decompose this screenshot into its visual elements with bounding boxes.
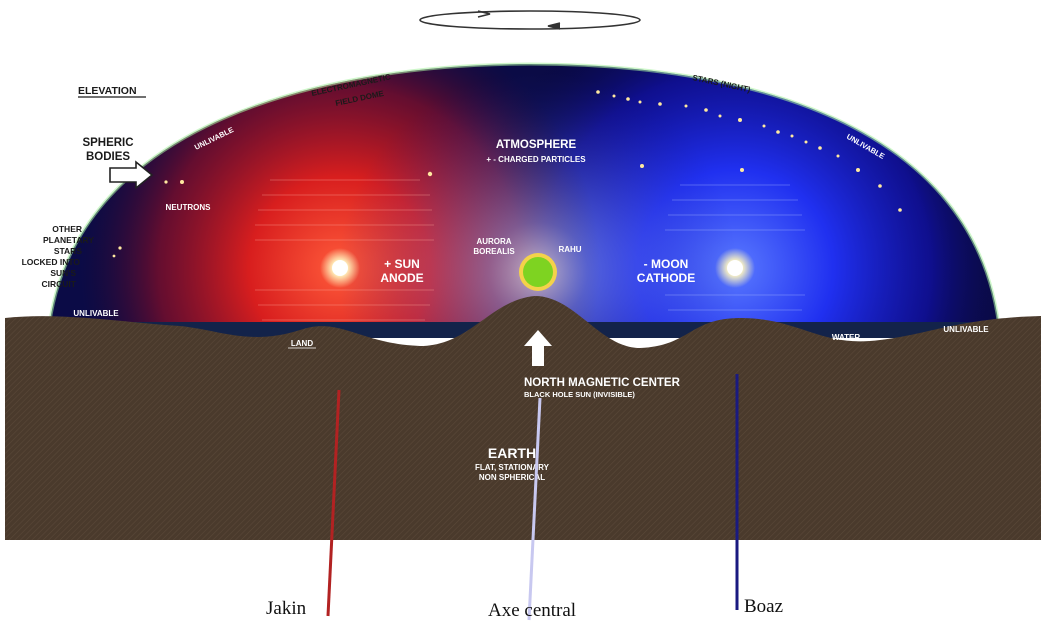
orbit-ellipse-icon bbox=[419, 10, 641, 30]
axe-central-label: Axe central bbox=[488, 600, 576, 621]
sun-label-line1: + SUN bbox=[384, 257, 420, 271]
earth-title: EARTH bbox=[488, 445, 536, 461]
north-center-sub: BLACK HOLE SUN (INVISIBLE) bbox=[524, 390, 635, 399]
north-arrow-icon bbox=[524, 330, 552, 366]
stars bbox=[112, 90, 902, 258]
other-planetary-line: SUN'S bbox=[50, 268, 76, 278]
water-label: WATER bbox=[832, 333, 861, 342]
spheric-bodies-line1: SPHERIC bbox=[82, 137, 133, 149]
north-center-title: NORTH MAGNETIC CENTER bbox=[524, 377, 681, 389]
unlivable-label-ground-right: UNLIVABLE bbox=[943, 325, 989, 334]
moon-label-line2: CATHODE bbox=[637, 271, 695, 285]
elevation-label: ELEVATION bbox=[78, 85, 137, 97]
jakin-pillar-line bbox=[326, 389, 341, 617]
other-planetary-line: OTHER bbox=[52, 224, 82, 234]
moon-label-line1: - MOON bbox=[644, 257, 689, 271]
neutrons-label: NEUTRONS bbox=[166, 203, 212, 212]
spheric-bodies-line2: BODIES bbox=[86, 151, 130, 163]
atmosphere-title: ATMOSPHERE bbox=[496, 139, 577, 151]
other-planetary-line: LOCKED INTO bbox=[22, 257, 81, 267]
moon-orb bbox=[715, 248, 755, 288]
moon-beam-lines bbox=[665, 184, 805, 311]
aurora-label-line2: BOREALIS bbox=[473, 247, 515, 256]
land-label: LAND bbox=[291, 339, 313, 348]
black-hole-sun-orb bbox=[519, 253, 557, 291]
rahu-label: RAHU bbox=[558, 245, 581, 254]
atmosphere-sub: + - CHARGED PARTICLES bbox=[486, 155, 586, 164]
sun-orb bbox=[320, 248, 360, 288]
sun-label-line2: ANODE bbox=[380, 271, 423, 285]
other-planetary-label: OTHER PLANETARY STARS LOCKED INTO SUN'S … bbox=[22, 224, 95, 289]
earth-sub-line1: FLAT, STATIONARY bbox=[475, 463, 550, 472]
earth-sub-line2: NON SPHERICAL bbox=[479, 473, 545, 482]
unlivable-label-ground-left: UNLIVABLE bbox=[73, 309, 119, 318]
other-planetary-line: PLANETARY bbox=[43, 235, 94, 245]
jakin-label: Jakin bbox=[266, 598, 307, 619]
earth-ground bbox=[5, 296, 1041, 540]
other-planetary-line: CIRCUIT bbox=[42, 279, 77, 289]
other-planetary-line: STARS bbox=[54, 246, 83, 256]
aurora-label-line1: AURORA bbox=[476, 237, 511, 246]
axe-central-line bbox=[527, 397, 542, 621]
boaz-label: Boaz bbox=[744, 596, 783, 617]
spheric-bodies-arrow-icon bbox=[109, 160, 154, 190]
sun-beam-lines bbox=[255, 179, 434, 321]
